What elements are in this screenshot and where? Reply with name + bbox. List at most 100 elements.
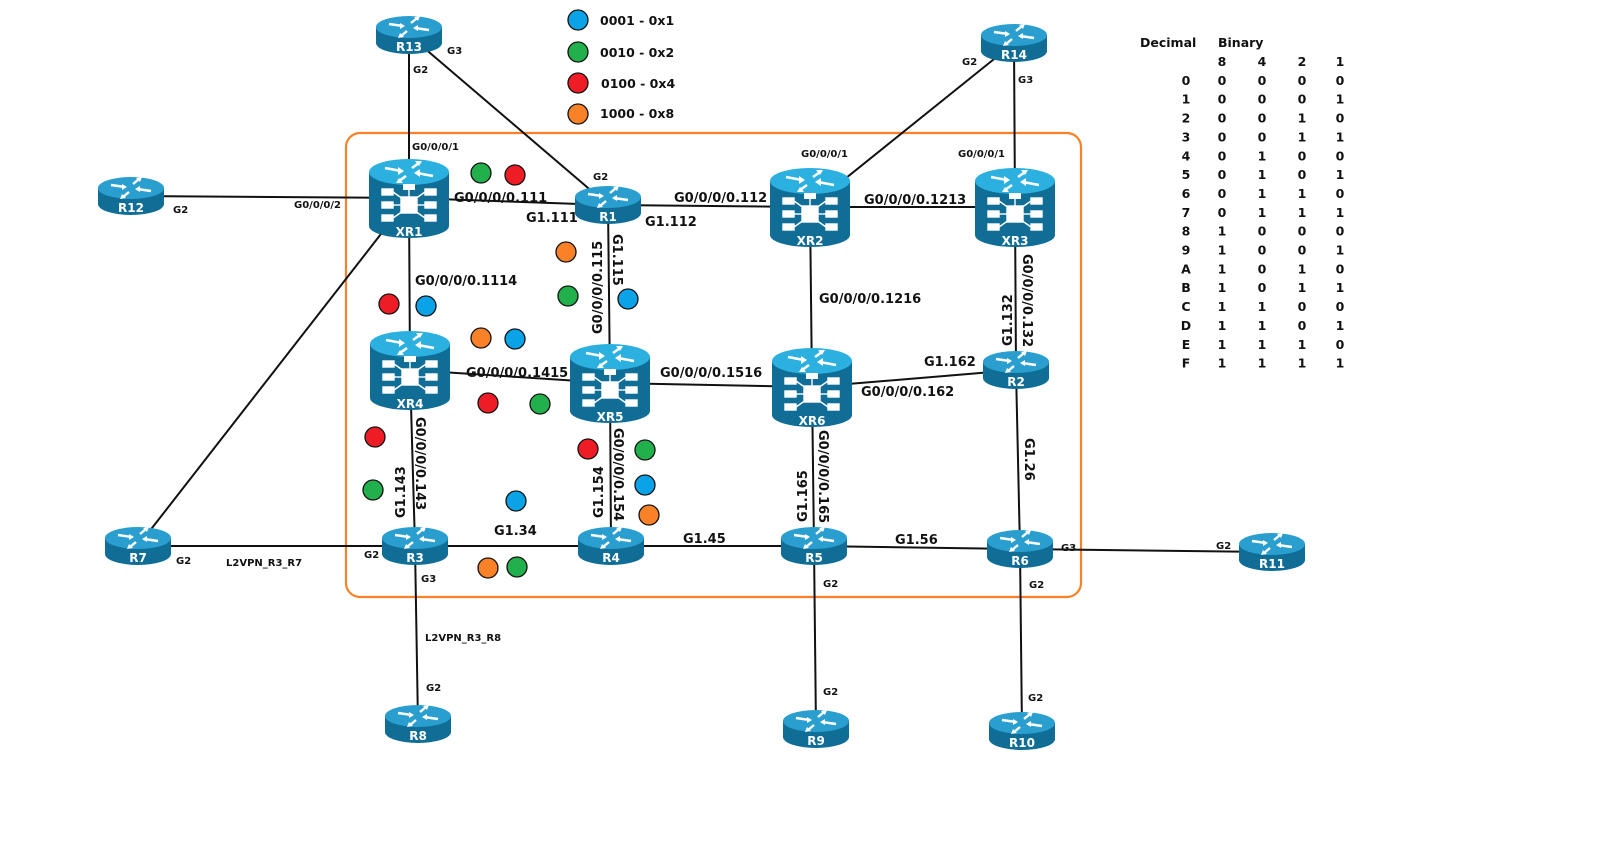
xr-router-xr5[interactable]: XR5 bbox=[568, 342, 652, 425]
label-r6-26: G1.26 bbox=[1021, 438, 1036, 481]
table-binary-cell: 0 bbox=[1336, 299, 1345, 314]
table-binary-cell: 0 bbox=[1336, 337, 1345, 352]
label-r1-115: G1.115 bbox=[609, 234, 624, 286]
table-binary-cell: 0 bbox=[1336, 111, 1345, 126]
legend-label-0x1: 0001 - 0x1 bbox=[600, 13, 674, 28]
router-r2[interactable]: R2 bbox=[981, 349, 1051, 391]
table-binary-cell: 1 bbox=[1258, 148, 1267, 163]
table-decimal-cell: 1 bbox=[1182, 92, 1191, 107]
xr-router-xr4[interactable]: XR4 bbox=[368, 329, 452, 412]
router-r5[interactable]: R5 bbox=[779, 525, 849, 567]
label-r4-154: G1.154 bbox=[592, 466, 607, 518]
xr-router-xr3[interactable]: XR3 bbox=[973, 166, 1057, 249]
label-r3-g2: G2 bbox=[364, 550, 379, 561]
xr-router-xr1[interactable]: XR1 bbox=[367, 157, 451, 240]
flag-marker-blue bbox=[505, 490, 527, 512]
table-header-binary: Binary bbox=[1218, 35, 1263, 50]
table-binary-cell: 0 bbox=[1336, 261, 1345, 276]
table-binary-cell: 1 bbox=[1298, 356, 1307, 371]
router-r4[interactable]: R4 bbox=[576, 525, 646, 567]
label-r11-g2: G2 bbox=[1216, 541, 1231, 552]
label-r1-112: G1.112 bbox=[645, 215, 697, 230]
table-binary-cell: 0 bbox=[1298, 148, 1307, 163]
node-label: R10 bbox=[1009, 736, 1035, 750]
legend-label-0x8: 1000 - 0x8 bbox=[600, 106, 674, 121]
legend-swatch-0x8 bbox=[567, 103, 589, 125]
table-binary-cell: 1 bbox=[1298, 186, 1307, 201]
table-binary-cell: 0 bbox=[1218, 186, 1227, 201]
label-xr1-111: G0/0/0/0.111 bbox=[454, 191, 547, 206]
node-label: R3 bbox=[406, 551, 424, 565]
table-binary-cell: 0 bbox=[1336, 73, 1345, 88]
label-r2-162: G1.162 bbox=[924, 355, 976, 370]
router-r9[interactable]: R9 bbox=[781, 708, 851, 750]
router-r13[interactable]: R13 bbox=[374, 14, 444, 56]
router-r14[interactable]: R14 bbox=[979, 22, 1049, 64]
table-binary-cell: 0 bbox=[1258, 261, 1267, 276]
legend-swatch-0x1 bbox=[567, 9, 589, 31]
router-r7[interactable]: R7 bbox=[103, 525, 173, 567]
flag-marker-green bbox=[470, 162, 492, 184]
table-binary-cell: 1 bbox=[1258, 205, 1267, 220]
label-r1-g2: G2 bbox=[593, 172, 608, 183]
legend-label-0x4: 0100 - 0x4 bbox=[601, 76, 675, 91]
xr-router-xr6[interactable]: XR6 bbox=[770, 346, 854, 429]
table-decimal-cell: A bbox=[1181, 261, 1191, 276]
flag-marker-red bbox=[477, 392, 499, 414]
router-r10[interactable]: R10 bbox=[987, 710, 1057, 752]
node-label: R8 bbox=[409, 729, 427, 743]
node-label: R7 bbox=[129, 551, 147, 565]
table-binary-cell: 1 bbox=[1258, 337, 1267, 352]
label-r14-g2: G2 bbox=[962, 57, 977, 68]
legend-label-0x2: 0010 - 0x2 bbox=[600, 45, 674, 60]
label-r12-g2: G2 bbox=[173, 205, 188, 216]
table-decimal-cell: 8 bbox=[1182, 224, 1191, 239]
table-binary-cell: 1 bbox=[1336, 129, 1345, 144]
flag-marker-red bbox=[378, 293, 400, 315]
link-r2-r6 bbox=[1015, 369, 1021, 550]
label-r5-56: G1.56 bbox=[895, 533, 938, 548]
links-layer bbox=[130, 34, 1273, 732]
label-r6-g3: G3 bbox=[1061, 543, 1076, 554]
router-r6[interactable]: R6 bbox=[985, 528, 1055, 570]
router-r8[interactable]: R8 bbox=[383, 703, 453, 745]
label-r1-111: G1.111 bbox=[526, 211, 578, 226]
interface-labels: G2 G3 G2 G3 G0/0/0/1 G2 G0/0/0/1 G0/0/0/… bbox=[173, 46, 1231, 704]
table-binary-cell: 1 bbox=[1218, 337, 1227, 352]
node-label: XR2 bbox=[797, 234, 824, 248]
table-binary-cell: 1 bbox=[1298, 129, 1307, 144]
table-binary-cell: 0 bbox=[1218, 92, 1227, 107]
link-r5-r9 bbox=[813, 545, 817, 730]
flag-marker-orange bbox=[555, 241, 577, 263]
node-label: R4 bbox=[602, 551, 620, 565]
table-binary-cell: 1 bbox=[1218, 299, 1227, 314]
router-r3[interactable]: R3 bbox=[380, 525, 450, 567]
label-xr5-1516: G0/0/0/0.1516 bbox=[660, 366, 762, 381]
router-r11[interactable]: R11 bbox=[1237, 531, 1307, 573]
table-binary-cell: 0 bbox=[1336, 148, 1345, 163]
xr-router-xr2[interactable]: XR2 bbox=[768, 166, 852, 249]
table-binary-cell: 1 bbox=[1336, 243, 1345, 258]
table-weight-4: 4 bbox=[1258, 54, 1267, 69]
table-binary-cell: 1 bbox=[1336, 280, 1345, 295]
node-label: XR4 bbox=[397, 397, 424, 411]
label-r4-45: G1.45 bbox=[683, 532, 726, 547]
domain-boundary bbox=[344, 131, 1083, 599]
table-binary-cell: 1 bbox=[1336, 205, 1345, 220]
node-label: R6 bbox=[1011, 554, 1029, 568]
legend-swatch-0x2 bbox=[567, 41, 589, 63]
label-xr2-112: G0/0/0/0.112 bbox=[674, 191, 767, 206]
link-r5-r6 bbox=[813, 545, 1021, 550]
label-xr2-g0001: G0/0/0/1 bbox=[801, 149, 848, 160]
label-xr4-1415: G0/0/0/0.1415 bbox=[466, 366, 568, 381]
table-binary-cell: 1 bbox=[1218, 243, 1227, 258]
router-r12[interactable]: R12 bbox=[96, 175, 166, 217]
flag-marker-orange bbox=[477, 557, 499, 579]
table-binary-cell: 1 bbox=[1258, 299, 1267, 314]
flag-marker-blue bbox=[634, 474, 656, 496]
flag-marker-blue bbox=[415, 295, 437, 317]
table-decimal-cell: 4 bbox=[1182, 148, 1191, 163]
label-r6-g2: G2 bbox=[1029, 580, 1044, 591]
router-r1[interactable]: R1 bbox=[573, 184, 643, 226]
